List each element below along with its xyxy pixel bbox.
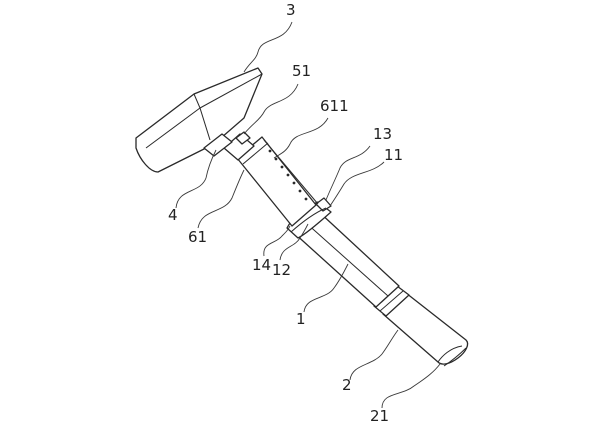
leader-14 bbox=[263, 225, 291, 257]
leader-11 bbox=[329, 161, 385, 207]
graduated-sleeve-61 bbox=[236, 136, 319, 227]
ref-label-4: 4 bbox=[168, 206, 178, 224]
leader-1 bbox=[303, 263, 349, 313]
ref-label-12: 12 bbox=[272, 261, 292, 279]
ref-label-51: 51 bbox=[292, 62, 312, 80]
leader-611 bbox=[273, 117, 329, 159]
neck-51 bbox=[223, 131, 255, 161]
ref-label-2: 2 bbox=[342, 376, 352, 394]
ref-label-61: 61 bbox=[188, 228, 208, 246]
ref-label-3: 3 bbox=[286, 1, 296, 19]
ref-label-21: 21 bbox=[370, 407, 390, 425]
ref-label-11: 11 bbox=[384, 146, 404, 164]
leader-12 bbox=[279, 223, 309, 261]
ref-label-611: 611 bbox=[320, 97, 349, 115]
ref-label-1: 1 bbox=[296, 310, 306, 328]
ref-label-14: 14 bbox=[252, 256, 272, 274]
head-3 bbox=[135, 67, 263, 173]
leader-2 bbox=[349, 329, 399, 381]
leader-61 bbox=[197, 169, 245, 229]
end-section-2 bbox=[382, 292, 469, 367]
leader-4 bbox=[175, 149, 217, 209]
leader-lines bbox=[175, 21, 441, 409]
ref-label-13: 13 bbox=[373, 125, 393, 143]
leader-51 bbox=[243, 83, 299, 135]
leader-13 bbox=[325, 145, 371, 201]
leader-3 bbox=[243, 21, 293, 73]
leader-21 bbox=[381, 363, 441, 409]
